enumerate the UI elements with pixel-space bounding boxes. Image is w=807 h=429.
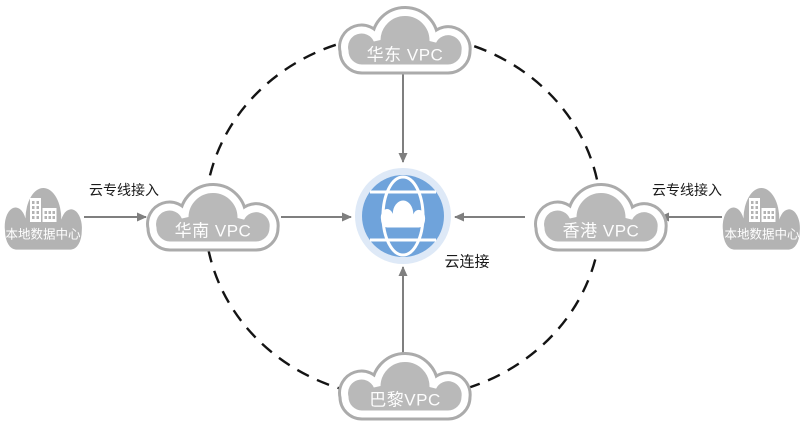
vpc-cloud-hongkong — [541, 189, 662, 245]
datacenter-right — [722, 187, 800, 250]
building-icon — [30, 198, 57, 222]
center-arrows — [84, 74, 722, 354]
globe-icon — [355, 168, 451, 264]
datacenter-left — [4, 187, 82, 250]
vpc-cloud-south — [153, 189, 274, 245]
vpc-cloud-east — [345, 12, 466, 68]
building-icon — [749, 198, 776, 222]
vpc-cloud-paris — [345, 358, 466, 414]
